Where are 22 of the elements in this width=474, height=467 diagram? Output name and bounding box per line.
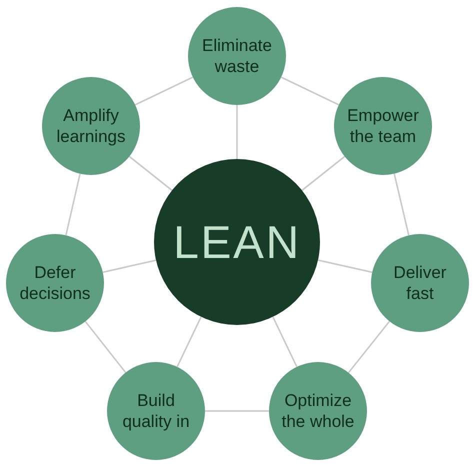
- connector-line: [272, 316, 298, 368]
- node-label: Eliminate waste: [201, 34, 273, 78]
- node-label: Deliver fast: [392, 262, 448, 304]
- connector-line: [128, 156, 172, 191]
- connector-line: [205, 410, 269, 412]
- connector-line: [176, 316, 202, 368]
- node-label: Build quality in: [121, 390, 191, 432]
- node-label: LEAN: [173, 219, 301, 265]
- connector-line: [302, 156, 346, 191]
- node-label: Empower the team: [346, 104, 420, 148]
- connector-line: [102, 260, 156, 273]
- connector-line: [84, 321, 126, 373]
- connector-line: [134, 76, 194, 106]
- node-label: Amplify learnings: [56, 104, 126, 148]
- node-label: Optimize the whole: [280, 390, 356, 432]
- connector-line: [348, 320, 390, 374]
- connector-line: [236, 105, 238, 159]
- connector-line: [318, 259, 372, 274]
- node-label: Defer decisions: [18, 262, 92, 304]
- connector-line: [65, 174, 81, 236]
- connector-line: [280, 76, 340, 106]
- connector-line: [394, 174, 410, 236]
